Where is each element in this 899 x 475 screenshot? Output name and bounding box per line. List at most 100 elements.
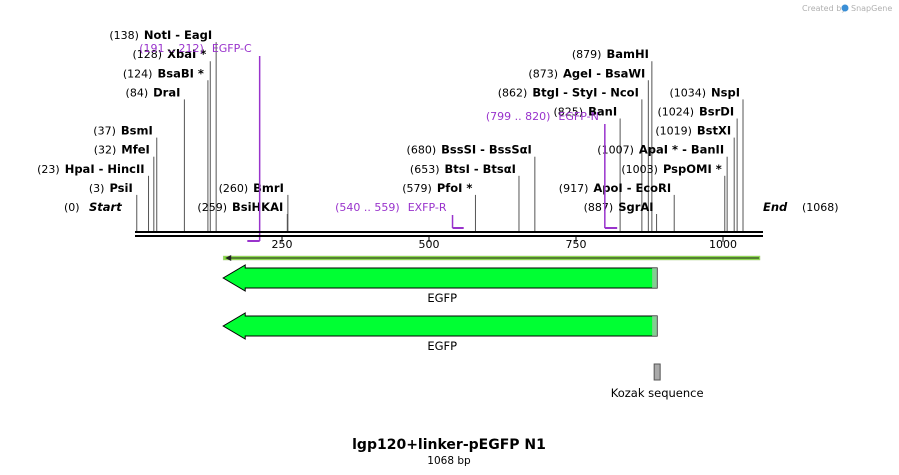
site-name: PsiI [109,181,132,195]
site-position: (3) [89,182,105,195]
feature-label: Kozak sequence [611,386,704,400]
feature: EGFP [222,312,658,353]
site-position: (23) [37,163,60,176]
restriction-site: (1024) BsrDI [657,105,738,231]
restriction-site: (3) PsiI [89,181,138,231]
site-position: (1003) [621,163,658,176]
primer-name: EGFP-N [558,110,598,123]
site-position: (825) [554,106,584,119]
primer-range: (191 .. 212) [139,42,204,55]
site-name: BsmI [121,124,153,138]
feature-arrow-cap [652,316,658,336]
feature-arrow [222,312,658,340]
site-name: NspI [711,85,740,99]
restriction-site: (579) PfoI * [402,181,476,231]
end-position: (1068) [802,201,839,214]
site-position: (680) [407,144,437,157]
primer-name: EGFP-C [212,42,252,55]
ruler-tick-label: 500 [419,238,440,251]
site-name: BsrDI [699,105,734,119]
site-name: BsiHKAI [232,200,283,214]
site-name: NotI - EagI [144,28,212,42]
site-position: (873) [528,67,558,80]
restriction-site: (862) BtgI - StyI - NcoI [498,85,643,231]
restriction-site: (680) BssSI - BssSαI [407,143,536,231]
primer-name: EXFP-R [408,201,447,214]
site-name: BanI [588,105,617,119]
site-position: (84) [126,86,149,99]
site-name: ApoI - EcoRI [593,181,671,195]
start-position: (0) [64,201,80,214]
feature: Kozak sequence [611,363,704,400]
restriction-site: (84)DraI [126,85,185,231]
site-position: (579) [402,182,432,195]
feature-label: EGFP [427,339,457,353]
restriction-site: (260) BmrI [219,181,289,231]
credit: Created by SnapGene [802,4,892,13]
primer: (191 .. 212) EGFP-C [139,42,261,242]
feature-box [653,363,661,381]
feature-arrow [222,264,658,292]
restriction-site: (887) SgrAI [584,200,658,231]
site-position: (917) [559,182,589,195]
restriction-site: (138) NotI - EagI [109,28,217,231]
map-subtitle: 1068 bp [427,455,471,467]
site-name: BsaBI * [157,66,203,80]
feature [222,255,761,261]
site-position: (260) [219,182,249,195]
restriction-site: (825) BanI [554,105,621,231]
site-name: HpaI - HincII [65,162,145,176]
site-name: BtsI - BtsαI [445,162,516,176]
site-name: SgrAI [618,200,653,214]
ruler-ticks: 250 500 750 1000 [272,237,737,251]
site-name: PfoI * [437,181,473,195]
site-position: (653) [410,163,440,176]
site-name: PspOMI * [663,162,722,176]
site-position: (862) [498,86,528,99]
primers: (191 .. 212) EGFP-C (540 .. 559) EXFP-R (799… [139,42,618,242]
snapgene-logo-icon [841,4,849,12]
primer: (799 .. 820) EGFP-N [486,110,618,229]
restriction-site: (259) BsiHKAI [197,200,288,231]
restriction-site: (917) ApoI - EcoRI [559,181,675,231]
site-position: (887) [584,201,614,214]
primer-range: (540 .. 559) [335,201,400,214]
restriction-site: (873)AgeI - BsaWI [528,66,649,231]
site-position: (1019) [655,125,692,138]
restriction-site: (128)XbaI * [133,47,211,231]
site-position: (1024) [657,106,694,119]
site-name: MfeI [121,143,150,157]
feature: EGFP [222,264,658,305]
restriction-site: (1034) NspI [669,85,744,231]
site-position: (1007) [597,144,634,157]
site-name: BssSI - BssSαI [441,143,532,157]
restriction-sites: (3)PsiI(23)HpaI - HincII(32)MfeI(37)BsmI… [37,28,744,231]
site-position: (138) [109,29,139,42]
sequence-backbone: 250 500 750 1000 [135,231,763,251]
site-position: (128) [133,48,163,61]
restriction-site: (32) MfeI [94,143,155,231]
ruler-tick-label: 250 [272,238,293,251]
credit-app: SnapGene [851,4,892,13]
site-name: BstXI [697,124,731,138]
site-name: BtgI - StyI - NcoI [532,85,639,99]
credit-text: Created by [802,4,846,13]
site-name: ApaI * - BanII [639,143,724,157]
ruler-tick-label: 1000 [709,238,737,251]
feature-arrow-cap [652,268,658,288]
restriction-site: (23) HpaI - HincII [37,162,150,231]
ruler-tick-label: 750 [566,238,587,251]
start-label: Start [89,200,122,214]
restriction-site: (1007) ApaI * - BanII [597,143,728,231]
site-position: (124) [123,67,153,80]
site-name: BamHI [606,47,648,61]
restriction-site: (1003) PspOMI * [621,162,726,231]
feature-label: EGFP [427,291,457,305]
primer-range: (799 .. 820) [486,110,551,123]
end-label: End [763,200,788,214]
site-position: (259) [197,201,227,214]
site-position: (32) [94,144,117,157]
site-position: (1034) [669,86,706,99]
site-name: BmrI [253,181,284,195]
